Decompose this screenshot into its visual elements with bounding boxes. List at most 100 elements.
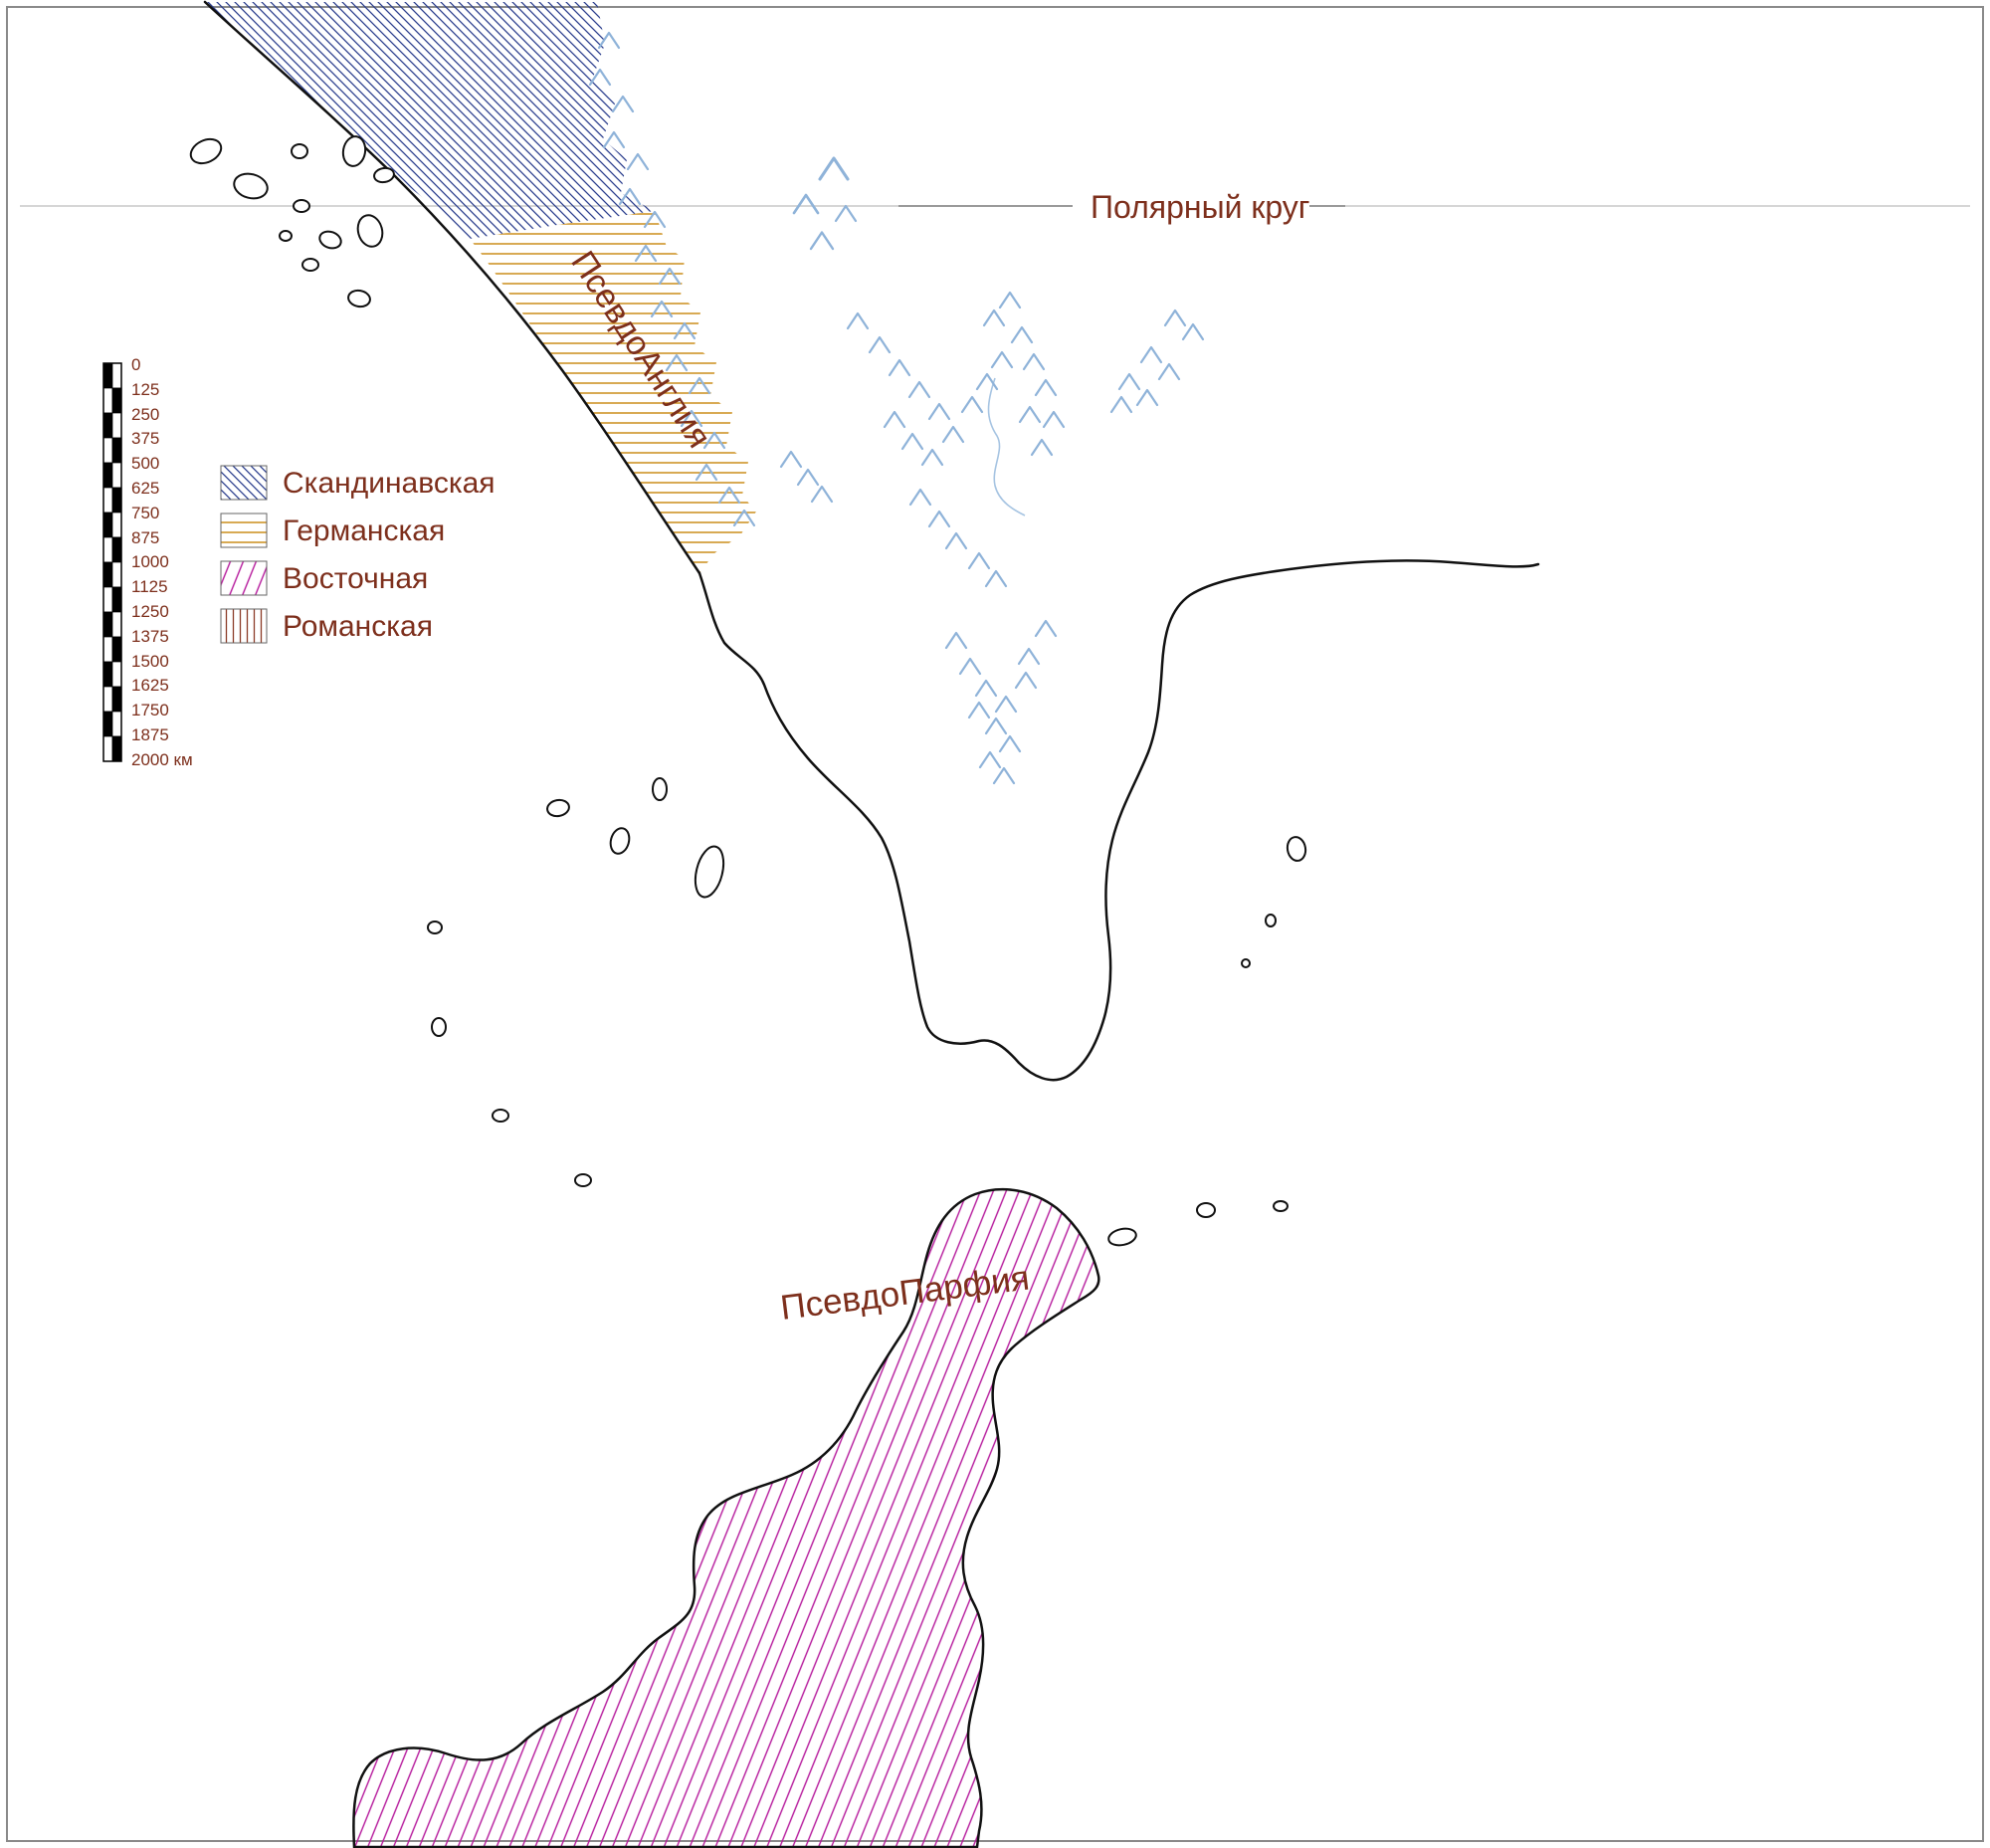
island	[574, 1173, 592, 1187]
scale-bar-cell	[111, 586, 122, 613]
mountain-icon	[868, 335, 892, 354]
mountain-icon	[967, 701, 991, 719]
mountain-icon	[818, 156, 850, 181]
island	[492, 1109, 509, 1123]
scale-bar-cell	[102, 437, 113, 464]
scale-bar-cell	[102, 735, 113, 762]
island	[694, 845, 725, 899]
scale-label: 1375	[131, 627, 169, 646]
scale-label: 1000	[131, 552, 169, 571]
scale-bar-cell	[111, 512, 122, 538]
island	[1273, 1200, 1289, 1212]
mountain-icon	[1157, 362, 1181, 381]
mountain-icon	[982, 308, 1006, 327]
mountain-icon	[1109, 395, 1133, 414]
mountain-icon	[907, 380, 931, 399]
scale-bar-cell	[111, 636, 122, 663]
island	[609, 827, 631, 855]
island	[347, 289, 371, 308]
scale-bar-cells	[102, 362, 122, 762]
mountain-icon	[927, 510, 951, 528]
mountain-icon	[990, 350, 1014, 369]
mountain-icon	[597, 31, 621, 50]
map-frame	[6, 6, 1984, 1842]
mountain-icon	[984, 717, 1008, 735]
scale-bar-cell	[111, 611, 122, 638]
mountain-icon	[1030, 438, 1054, 457]
mountain-icon	[978, 750, 1002, 769]
scale-bar: 0 125 250 375 500 625 750 875 1000 1125 …	[102, 355, 193, 769]
mountain-icon	[588, 68, 612, 87]
scale-bar-cell	[111, 437, 122, 464]
island	[189, 137, 223, 165]
scale-bar-cell	[111, 387, 122, 414]
legend-swatch-eastern	[220, 560, 268, 596]
island	[373, 166, 395, 184]
coastline-mainland	[697, 559, 1540, 1082]
mountain-icon	[998, 734, 1022, 753]
mountain-icon	[779, 450, 803, 469]
scale-label: 2000 км	[131, 750, 193, 769]
scale-bar-cell	[111, 661, 122, 688]
scale-bar-cell	[102, 561, 113, 588]
scale-label: 0	[131, 355, 140, 374]
mountain-icon	[634, 244, 658, 263]
island	[1286, 836, 1307, 862]
coastline-northwest	[203, 0, 701, 575]
mountain-icon	[900, 432, 924, 451]
scale-label: 1875	[131, 725, 169, 744]
mountain-icon	[673, 321, 696, 340]
island	[1107, 1227, 1137, 1247]
scale-bar-cell	[111, 487, 122, 513]
island	[318, 230, 342, 250]
scale-bar-cell	[102, 412, 113, 439]
mountain-icon	[975, 372, 999, 391]
mountain-icon	[944, 531, 968, 550]
mountain-icon	[792, 193, 820, 215]
legend-swatch-germanic	[220, 513, 268, 548]
mountain-icon	[611, 95, 635, 113]
mountain-icon	[1014, 671, 1038, 690]
island	[291, 143, 308, 159]
mountain-icon	[1135, 388, 1159, 407]
mountain-icon	[702, 431, 726, 450]
islands-group	[189, 135, 1307, 1247]
mountain-icon	[888, 358, 911, 377]
scale-bar-border	[102, 362, 122, 762]
legend-label-romance: Романская	[283, 610, 433, 643]
mountain-icon	[998, 291, 1022, 309]
mountain-icon	[967, 551, 991, 570]
legend: Скандинавская Германская Восточная Роман…	[220, 465, 496, 644]
mountain-icon	[796, 468, 820, 487]
mountain-icon	[1018, 405, 1042, 424]
mountain-icon	[1163, 308, 1187, 327]
scale-bar-cell	[102, 387, 113, 414]
scale-bar-cell	[111, 686, 122, 713]
legend-label-eastern: Восточная	[283, 562, 428, 595]
scale-bar-cell	[111, 735, 122, 762]
mountain-icon	[1042, 410, 1066, 429]
scale-label: 250	[131, 405, 159, 424]
mountain-icon	[834, 204, 858, 223]
mountain-icon	[643, 210, 667, 229]
region-scandinavian-area	[205, 2, 655, 239]
legend-label-germanic: Германская	[283, 514, 445, 547]
mountain-icon	[810, 485, 834, 504]
mountain-icon	[974, 679, 998, 698]
mountain-icon	[1010, 325, 1034, 344]
scale-bar-cell	[102, 536, 113, 563]
mountain-icon	[658, 267, 682, 286]
scale-bar-cell	[102, 487, 113, 513]
scale-bar-cell	[102, 586, 113, 613]
island	[233, 172, 269, 200]
mountain-icon	[927, 402, 951, 421]
island	[1196, 1202, 1216, 1218]
scale-bar-cell	[111, 711, 122, 737]
scale-label: 875	[131, 528, 159, 547]
mountain-icon	[920, 448, 944, 467]
mountain-icon	[960, 395, 984, 414]
mountain-icon	[944, 631, 968, 650]
scale-label: 750	[131, 504, 159, 522]
region-eastern-area	[352, 1187, 1100, 1848]
